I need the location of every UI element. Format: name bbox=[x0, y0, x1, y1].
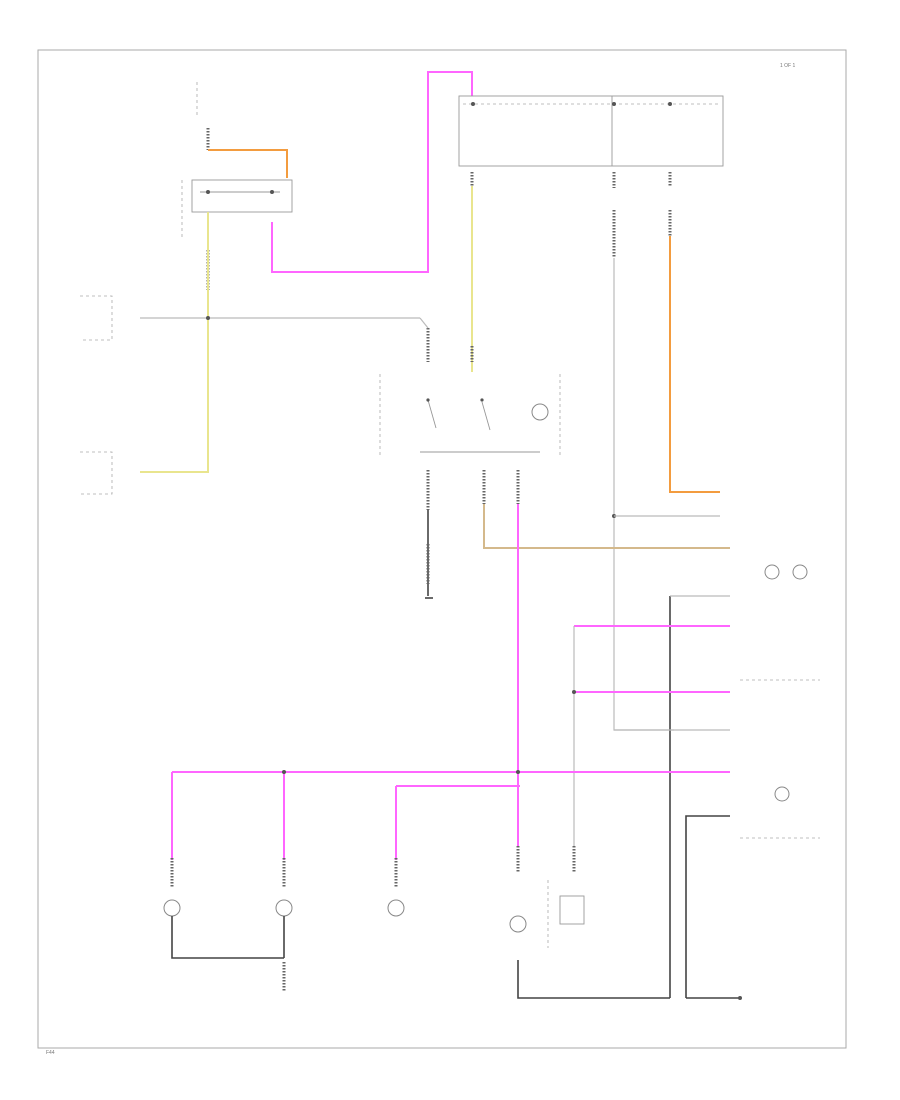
left-module-lower bbox=[80, 451, 113, 495]
orange-fuse-wire bbox=[208, 149, 288, 178]
left-module-upper bbox=[80, 295, 113, 341]
switch-input-wires bbox=[419, 317, 474, 362]
headlamp-switch bbox=[379, 374, 561, 456]
bottom-module bbox=[547, 880, 585, 948]
relay-box bbox=[181, 179, 293, 238]
bottom-lamp-connectors bbox=[170, 846, 576, 888]
hot-at-all-times-fuse bbox=[196, 82, 210, 150]
diagram-frame bbox=[37, 49, 847, 1049]
right-lamp-bulbs bbox=[764, 564, 808, 802]
fuse-panel-tan-wire bbox=[668, 172, 720, 493]
page-number: 1 OF 1 bbox=[780, 63, 796, 69]
switch-output-wires bbox=[426, 470, 730, 846]
bottom-ground-wires bbox=[171, 916, 742, 1000]
relay-pink-out bbox=[271, 71, 473, 273]
bottom-lamp-bulbs bbox=[163, 899, 527, 933]
fuse-panel bbox=[458, 95, 724, 167]
yellow-left-bus bbox=[140, 212, 420, 473]
right-connector-block bbox=[172, 595, 820, 998]
fuse-panel-black-wire bbox=[612, 172, 720, 731]
footer-label: F44 bbox=[46, 1050, 55, 1056]
bottom-pink-bus bbox=[171, 770, 520, 860]
